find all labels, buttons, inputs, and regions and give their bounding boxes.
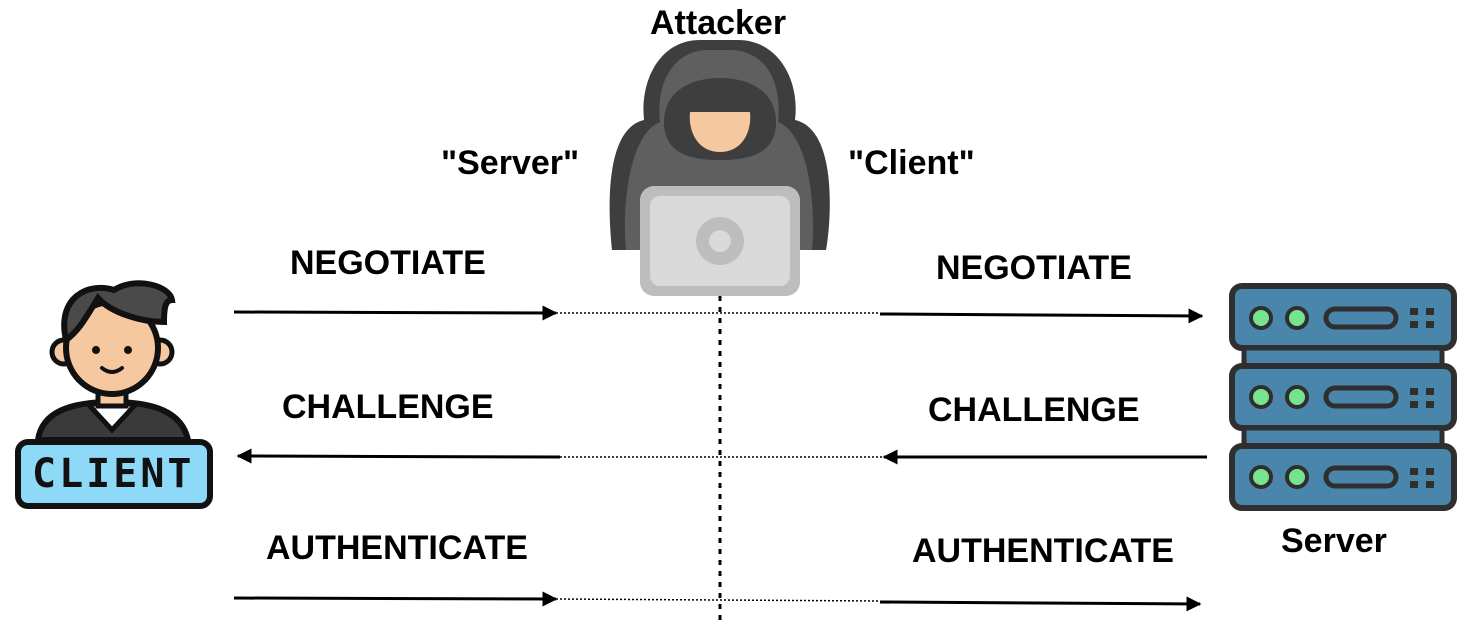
right-negotiate-arrow — [879, 308, 1204, 324]
right-challenge-label: CHALLENGE — [928, 391, 1140, 429]
client-badge — [15, 439, 213, 509]
right-authenticate-label: AUTHENTICATE — [912, 532, 1174, 570]
relay-connector-authenticate — [555, 598, 881, 602]
attacker-alias-client: "Client" — [848, 144, 975, 182]
client-person-icon — [34, 280, 192, 443]
right-authenticate-arrow — [879, 596, 1202, 612]
attacker-label: Attacker — [650, 4, 787, 42]
server-rack-icon — [1229, 283, 1457, 511]
left-authenticate-label: AUTHENTICATE — [266, 529, 528, 567]
relay-connectors — [555, 312, 884, 602]
hacker-icon — [609, 40, 830, 296]
left-negotiate-label: NEGOTIATE — [290, 244, 486, 282]
left-negotiate-arrow — [233, 305, 558, 321]
left-challenge-arrow — [236, 448, 561, 464]
right-negotiate-label: NEGOTIATE — [936, 249, 1132, 287]
server-label: Server — [1281, 522, 1387, 560]
right-arrows — [879, 308, 1207, 612]
left-challenge-label: CHALLENGE — [282, 388, 494, 426]
attacker-alias-server: "Server" — [441, 144, 580, 182]
client-badge-label: CLIENT — [32, 451, 195, 497]
left-authenticate-arrow — [233, 591, 558, 607]
left-arrows — [233, 305, 561, 607]
